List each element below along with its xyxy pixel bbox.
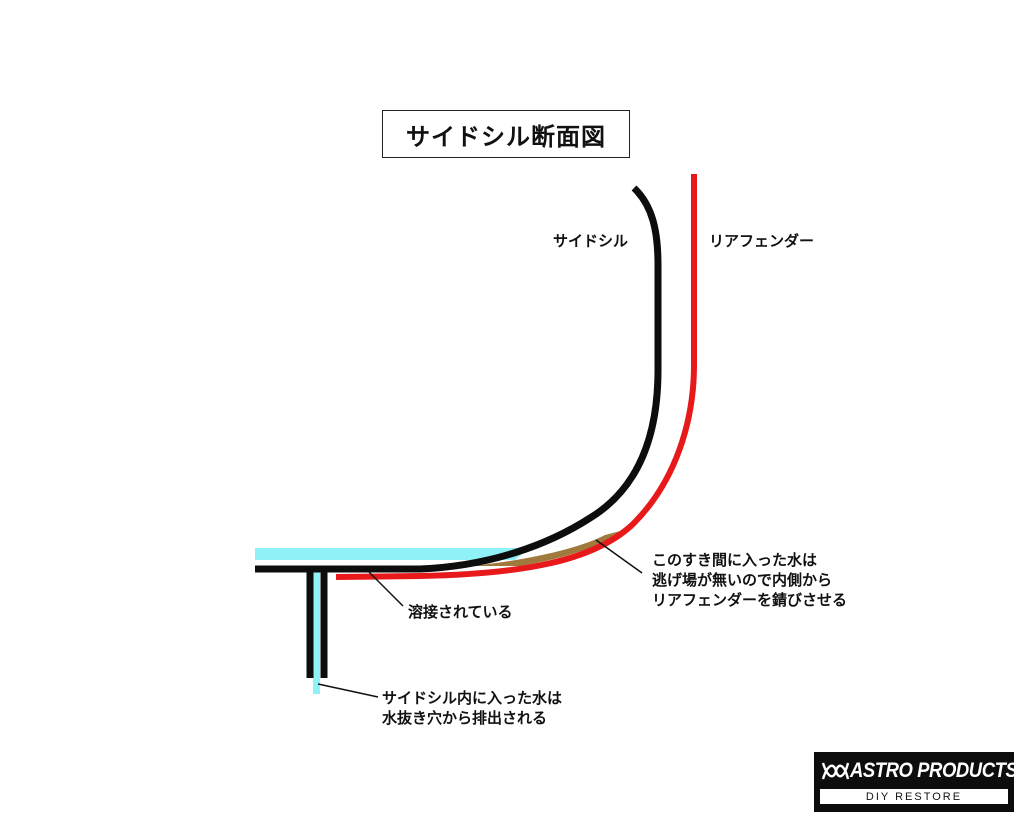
gap-water-note-line: 逃げ場が無いので内側から <box>652 571 833 589</box>
diagram-title-box: サイドシル断面図 <box>382 110 630 158</box>
astro-logo-mark-icon <box>821 762 850 780</box>
logo-name: ASTRO PRODUCTS <box>850 759 1018 782</box>
rear-fender-panel <box>335 174 697 580</box>
gap-water-note-line: リアフェンダーを錆びさせる <box>652 591 848 609</box>
drain-water-note-line: サイドシル内に入った水は <box>382 689 563 707</box>
diagram-title: サイドシル断面図 <box>406 122 606 151</box>
astro-products-logo: ASTRO PRODUCTS DIY RESTORE <box>814 752 1018 812</box>
gap-water-note: このすき間に入った水は 逃げ場が無いので内側から リアフェンダーを錆びさせる <box>652 550 847 610</box>
logo-subtitle: DIY RESTORE <box>865 790 963 803</box>
weld-leader-line <box>368 571 404 607</box>
drain-water-channel <box>313 566 320 694</box>
gap-leader-line <box>595 539 643 574</box>
drain-water-note: サイドシル内に入った水は 水抜き穴から排出される <box>382 688 562 728</box>
drain-water-note-line: 水抜き穴から排出される <box>382 709 548 727</box>
drain-leader-line <box>317 683 379 698</box>
side-sill-label: サイドシル <box>553 232 629 250</box>
side-sill-panel <box>255 185 662 573</box>
trapped-water-gap <box>470 528 632 566</box>
rear-fender-label: リアフェンダー <box>709 232 815 250</box>
gap-water-note-line: このすき間に入った水は <box>652 551 818 569</box>
logo-subtitle-bar: DIY RESTORE <box>820 789 1008 804</box>
inner-water-band <box>255 548 530 560</box>
weld-label: 溶接されている <box>408 603 513 621</box>
